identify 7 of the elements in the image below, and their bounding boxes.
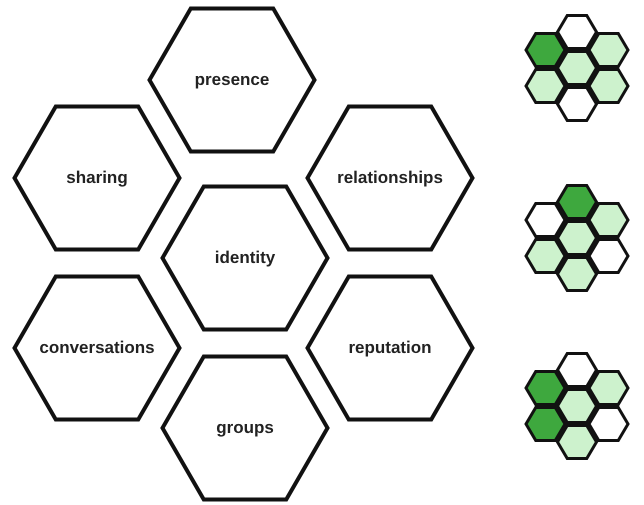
hexagon-label: conversations	[39, 337, 155, 360]
hexagon-label: presence	[194, 69, 270, 92]
hexagon-label: reputation	[348, 337, 432, 360]
hexagon-label: groups	[216, 417, 274, 440]
hexagon-label: relationships	[337, 167, 443, 190]
hexagon-label: sharing	[66, 167, 128, 190]
hexagon-label: identity	[214, 247, 276, 270]
